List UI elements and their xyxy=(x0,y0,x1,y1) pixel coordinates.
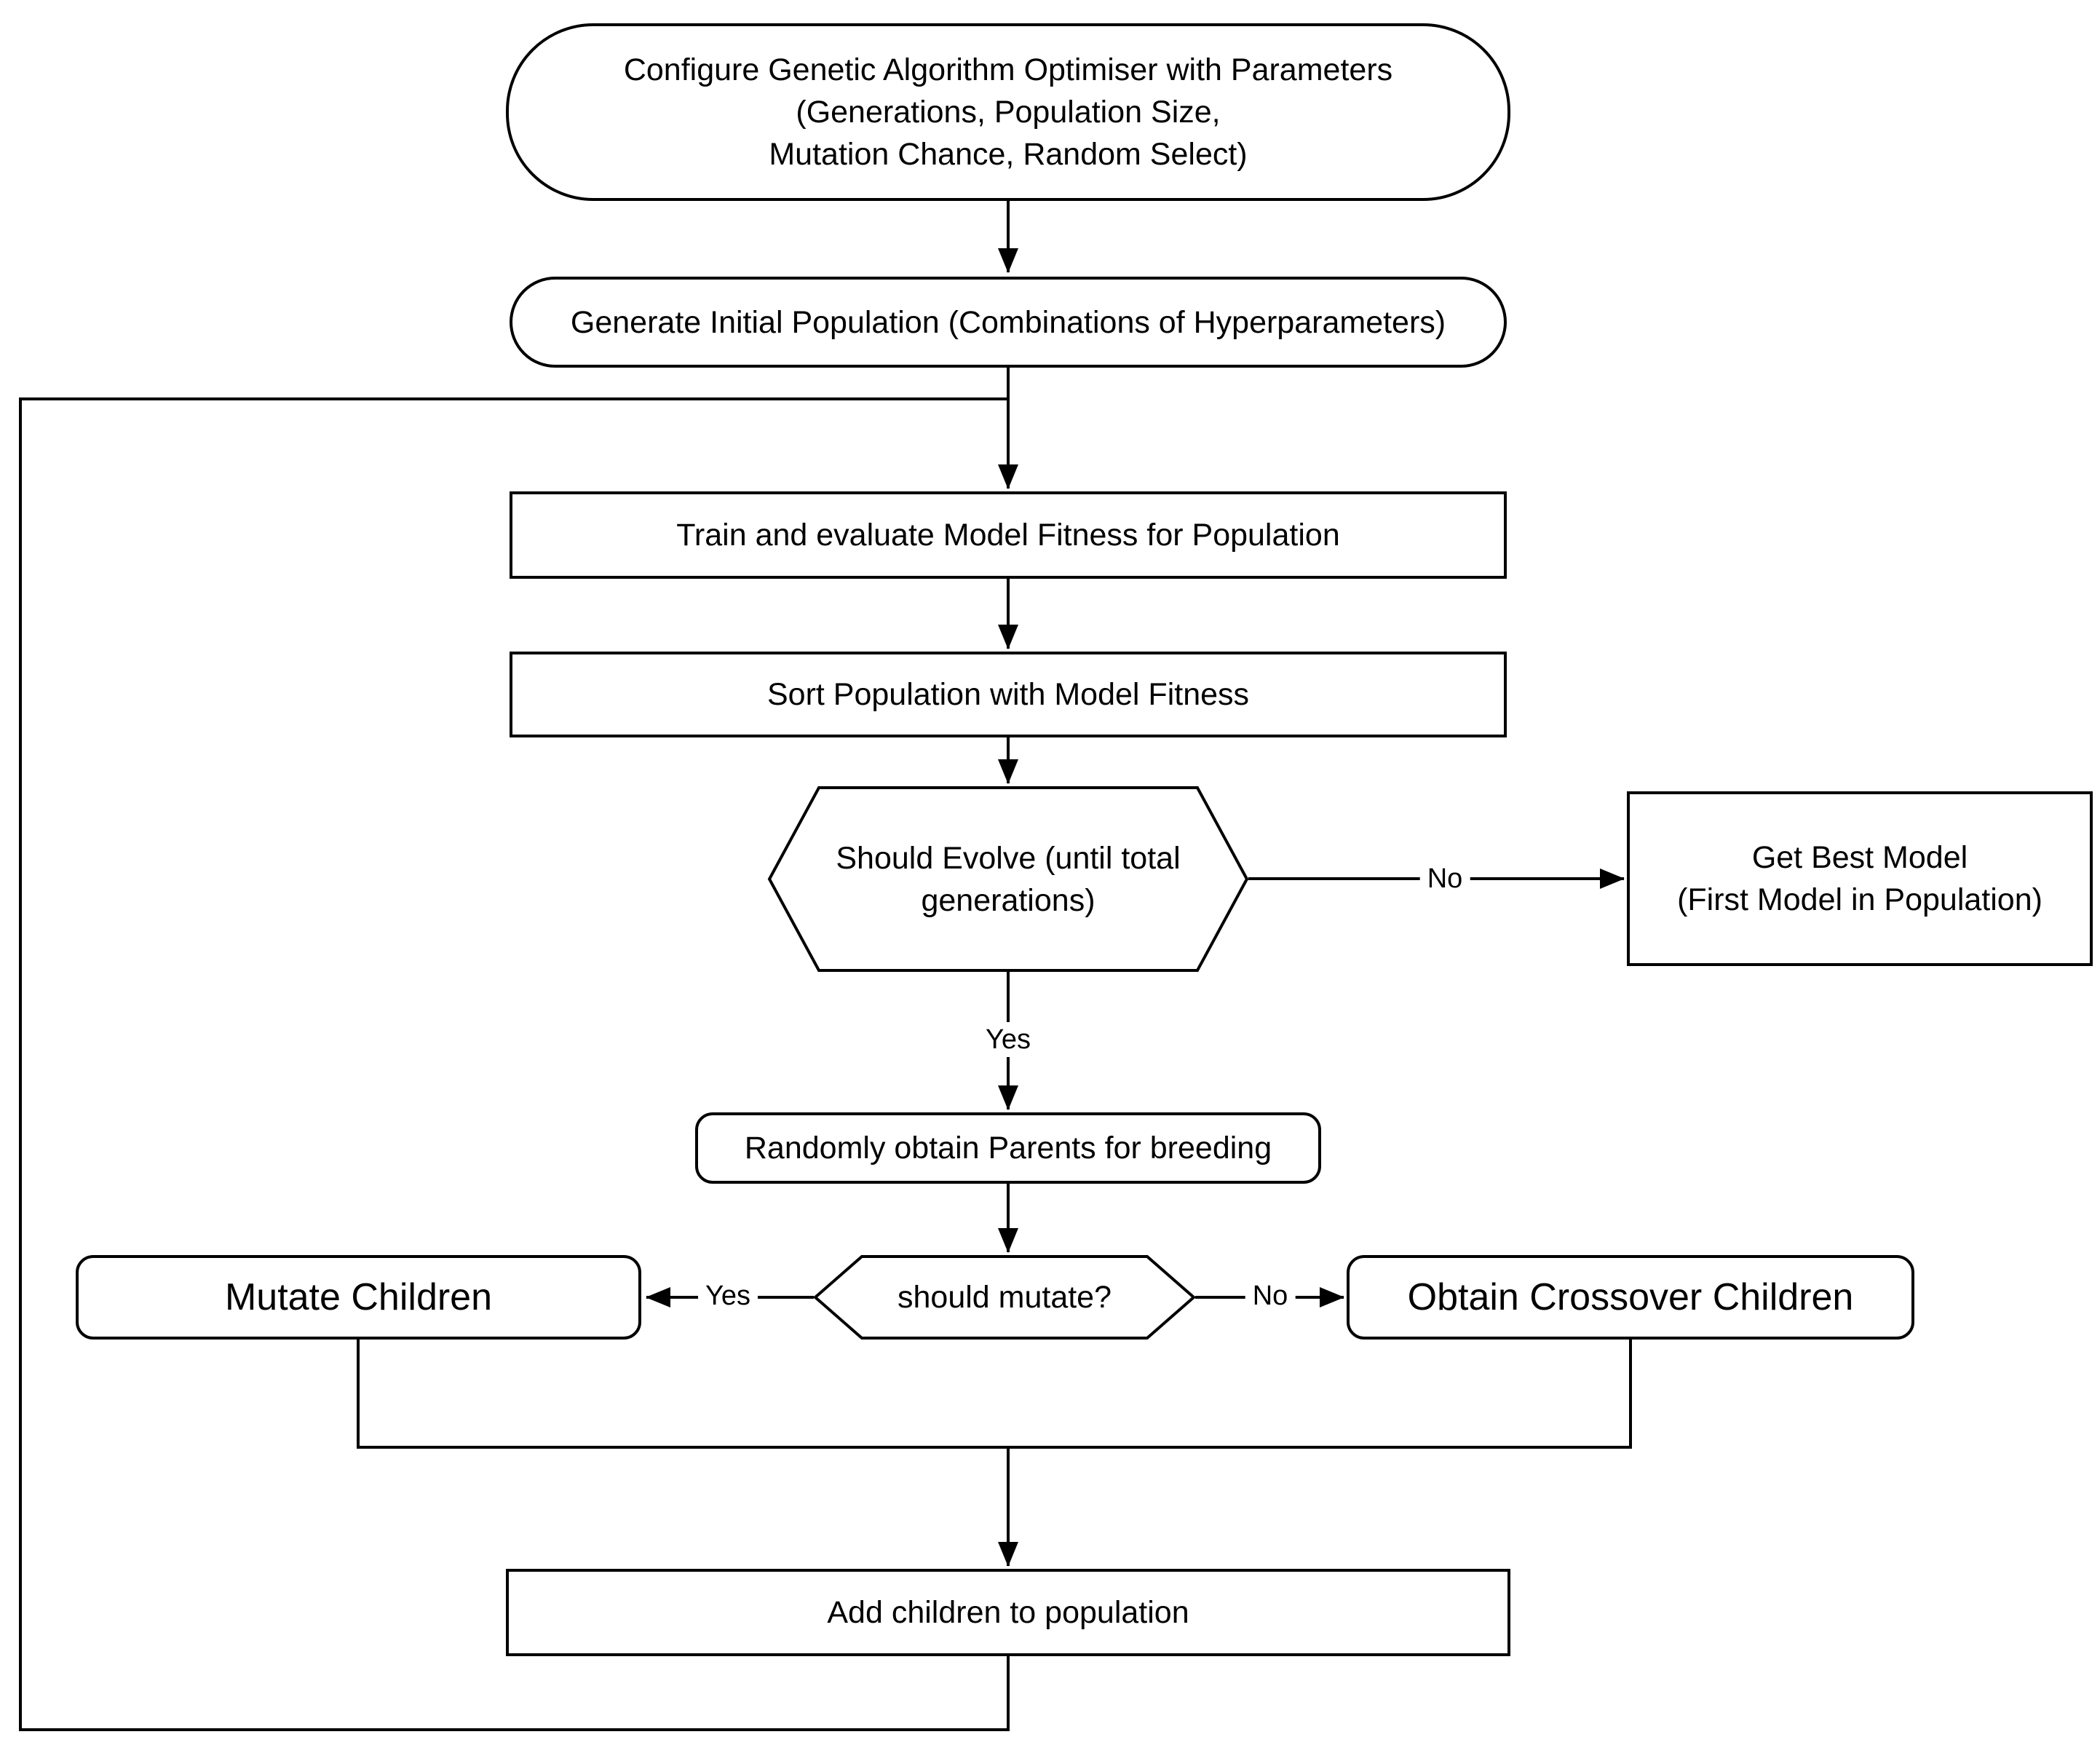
node-should-evolve-label-wrap: Should Evolve (until total generations) xyxy=(768,786,1248,972)
should-mutate-hexagon-outline xyxy=(812,1255,1197,1340)
should-evolve-hexagon-outline xyxy=(767,786,1249,972)
node-obtain-parents: Randomly obtain Parents for breeding xyxy=(695,1112,1321,1184)
node-mutate-children-label: Mutate Children xyxy=(224,1276,493,1318)
node-add-children-to-population-label: Add children to population xyxy=(827,1595,1189,1630)
node-sort-population-label: Sort Population with Model Fitness xyxy=(766,677,1250,712)
node-get-best-model: Get Best Model (First Model in Populatio… xyxy=(1627,791,2093,966)
node-obtain-crossover-children-label: Obtain Crossover Children xyxy=(1407,1276,1854,1318)
node-should-mutate-label: should mutate? xyxy=(897,1280,1112,1315)
node-generate-initial-population: Generate Initial Population (Combination… xyxy=(510,277,1507,368)
node-configure-optimiser: Configure Genetic Algorithm Optimiser wi… xyxy=(506,23,1510,201)
should-mutate-hexagon-shape xyxy=(812,1255,1197,1340)
edge-label-should-evolve-no: No xyxy=(1419,861,1470,896)
node-obtain-crossover-children: Obtain Crossover Children xyxy=(1347,1255,1914,1340)
node-should-evolve-decision: Should Evolve (until total generations) xyxy=(767,786,1249,972)
node-generate-initial-population-label: Generate Initial Population (Combination… xyxy=(570,304,1446,340)
node-train-evaluate-fitness-label: Train and evaluate Model Fitness for Pop… xyxy=(676,518,1340,553)
node-should-evolve-label: Should Evolve (until total generations) xyxy=(836,840,1181,918)
edge-label-should-mutate-no: No xyxy=(1245,1278,1296,1313)
node-add-children-to-population: Add children to population xyxy=(506,1569,1510,1656)
node-get-best-model-label: Get Best Model (First Model in Populatio… xyxy=(1677,840,2042,917)
node-sort-population: Sort Population with Model Fitness xyxy=(510,652,1507,737)
should-evolve-hexagon-shape xyxy=(767,786,1249,972)
node-mutate-children: Mutate Children xyxy=(76,1255,641,1340)
edge-loop-back xyxy=(19,397,1010,1731)
node-obtain-parents-label: Randomly obtain Parents for breeding xyxy=(744,1131,1272,1166)
edge-children-merge xyxy=(357,1340,1632,1449)
node-train-evaluate-fitness: Train and evaluate Model Fitness for Pop… xyxy=(510,491,1507,579)
edge-label-should-evolve-yes: Yes xyxy=(978,1022,1038,1057)
edge-label-should-mutate-yes: Yes xyxy=(698,1278,758,1313)
node-should-mutate-label-wrap: should mutate? xyxy=(814,1255,1195,1340)
node-configure-optimiser-label: Configure Genetic Algorithm Optimiser wi… xyxy=(623,52,1393,172)
node-should-mutate-decision: should mutate? xyxy=(812,1255,1197,1340)
